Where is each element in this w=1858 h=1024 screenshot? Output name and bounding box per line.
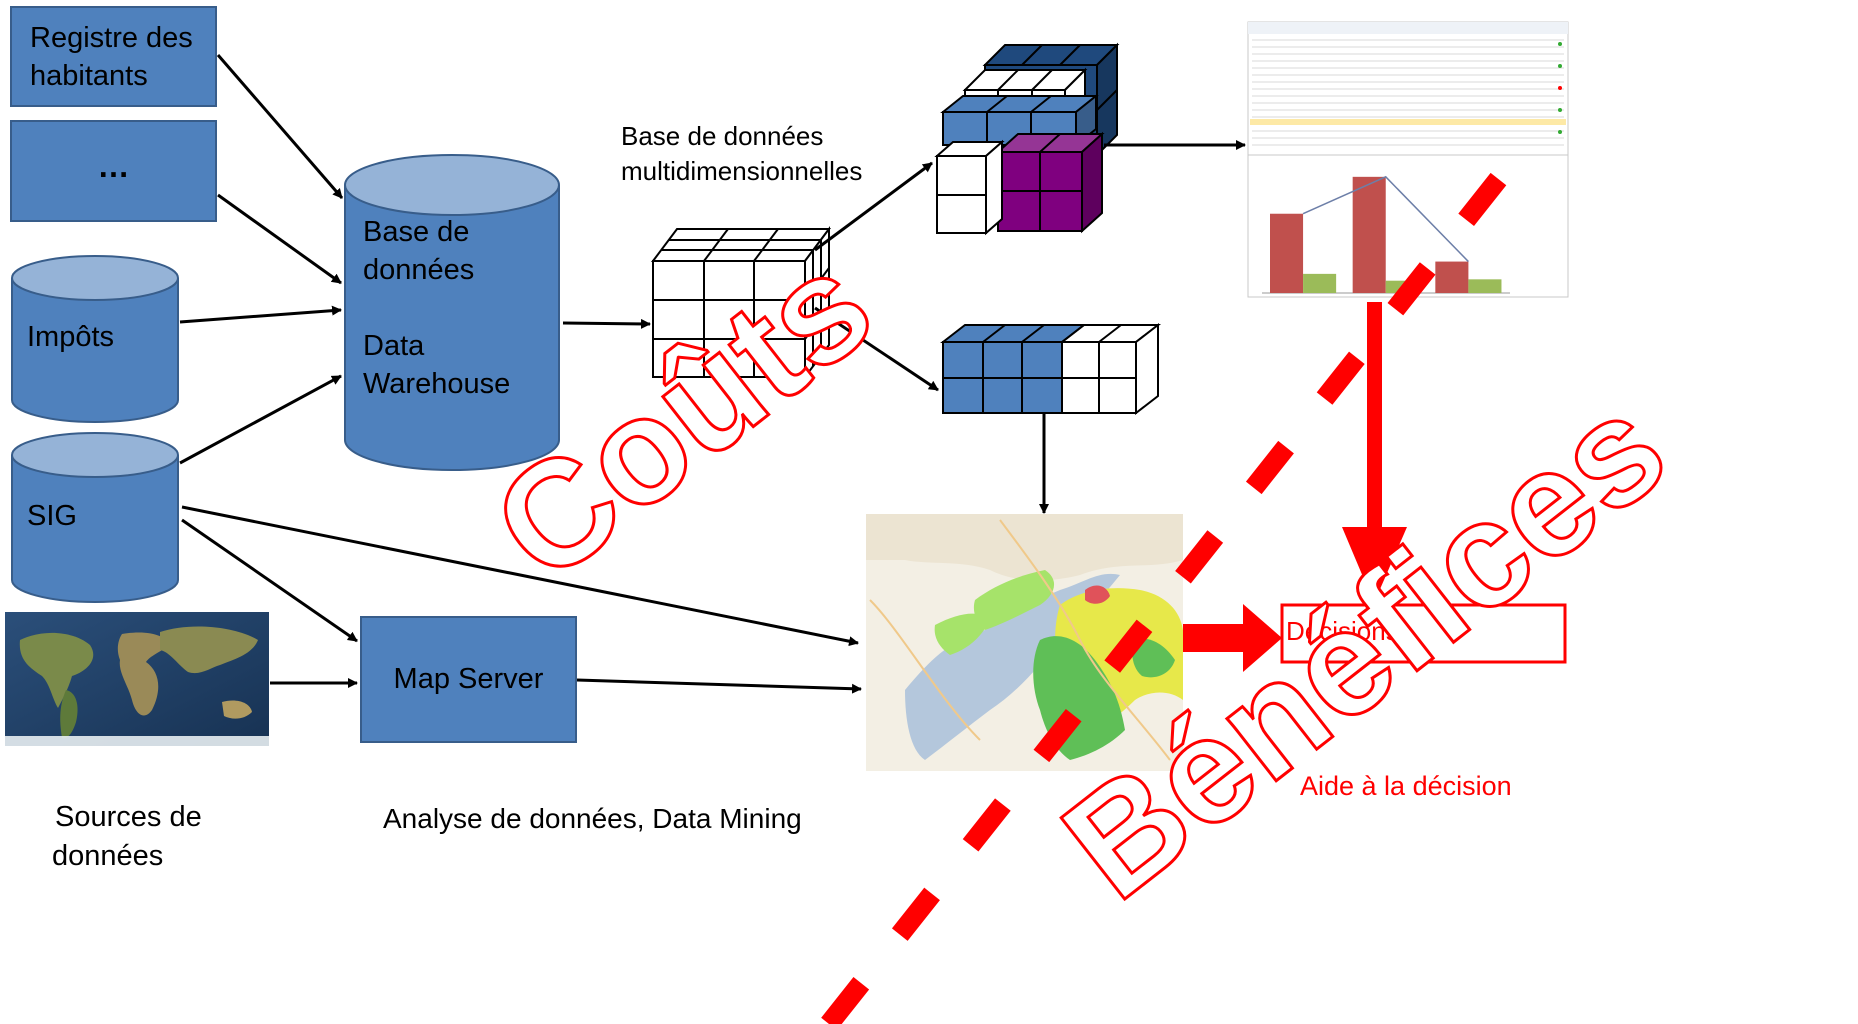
- warehouse-cylinder: [344, 154, 560, 471]
- olap-cube-exploded: [934, 42, 1120, 236]
- decision-flow: [1183, 302, 1567, 672]
- sig-database-icon: [11, 432, 179, 603]
- analysis-caption: Analyse de données, Data Mining: [383, 803, 802, 834]
- mini-chart-line: [1302, 175, 1469, 263]
- other-source-ellipsis: …: [97, 148, 130, 184]
- decision-aid-label: Aide à la décision: [1300, 771, 1512, 801]
- impots-label: Impôts: [27, 321, 115, 353]
- world-map-image: [5, 612, 269, 746]
- map-server-label: Map Server: [393, 663, 544, 695]
- impots-database-icon: [11, 255, 179, 423]
- report-dashboard-image: [1247, 21, 1569, 298]
- olap-label-line2: multidimensionnelles: [621, 156, 863, 186]
- warehouse-label-line1: Base de: [363, 216, 470, 248]
- mini-chart-bar: [1303, 273, 1337, 293]
- map-server-box: Map Server: [360, 616, 577, 743]
- olap-cube-white: [651, 226, 831, 380]
- mini-chart-bar: [1468, 279, 1502, 293]
- warehouse-label-line4: Warehouse: [363, 368, 511, 400]
- flow-arrows: [179, 54, 1246, 694]
- mini-chart-bar: [1435, 261, 1469, 293]
- registre-habitants-box: Registre des habitants: [10, 6, 217, 107]
- mini-chart-bar: [1270, 213, 1304, 293]
- mini-chart-bar: [1352, 176, 1386, 293]
- sig-label: SIG: [27, 500, 77, 532]
- registre-habitants-label: Registre des habitants: [30, 22, 193, 92]
- warehouse-label-line2: données: [363, 254, 475, 286]
- olap-slice: [940, 322, 1161, 416]
- cost-benefit-divider: [821, 131, 1539, 1024]
- other-source-box: …: [10, 120, 217, 222]
- sources-caption-line1: Sources de: [55, 801, 202, 833]
- olap-label-line1: Base de données: [621, 121, 824, 151]
- decisions-label: Décisions: [1286, 616, 1399, 646]
- warehouse-label-line3: Data: [363, 330, 425, 362]
- sources-caption-line2: données: [52, 840, 164, 872]
